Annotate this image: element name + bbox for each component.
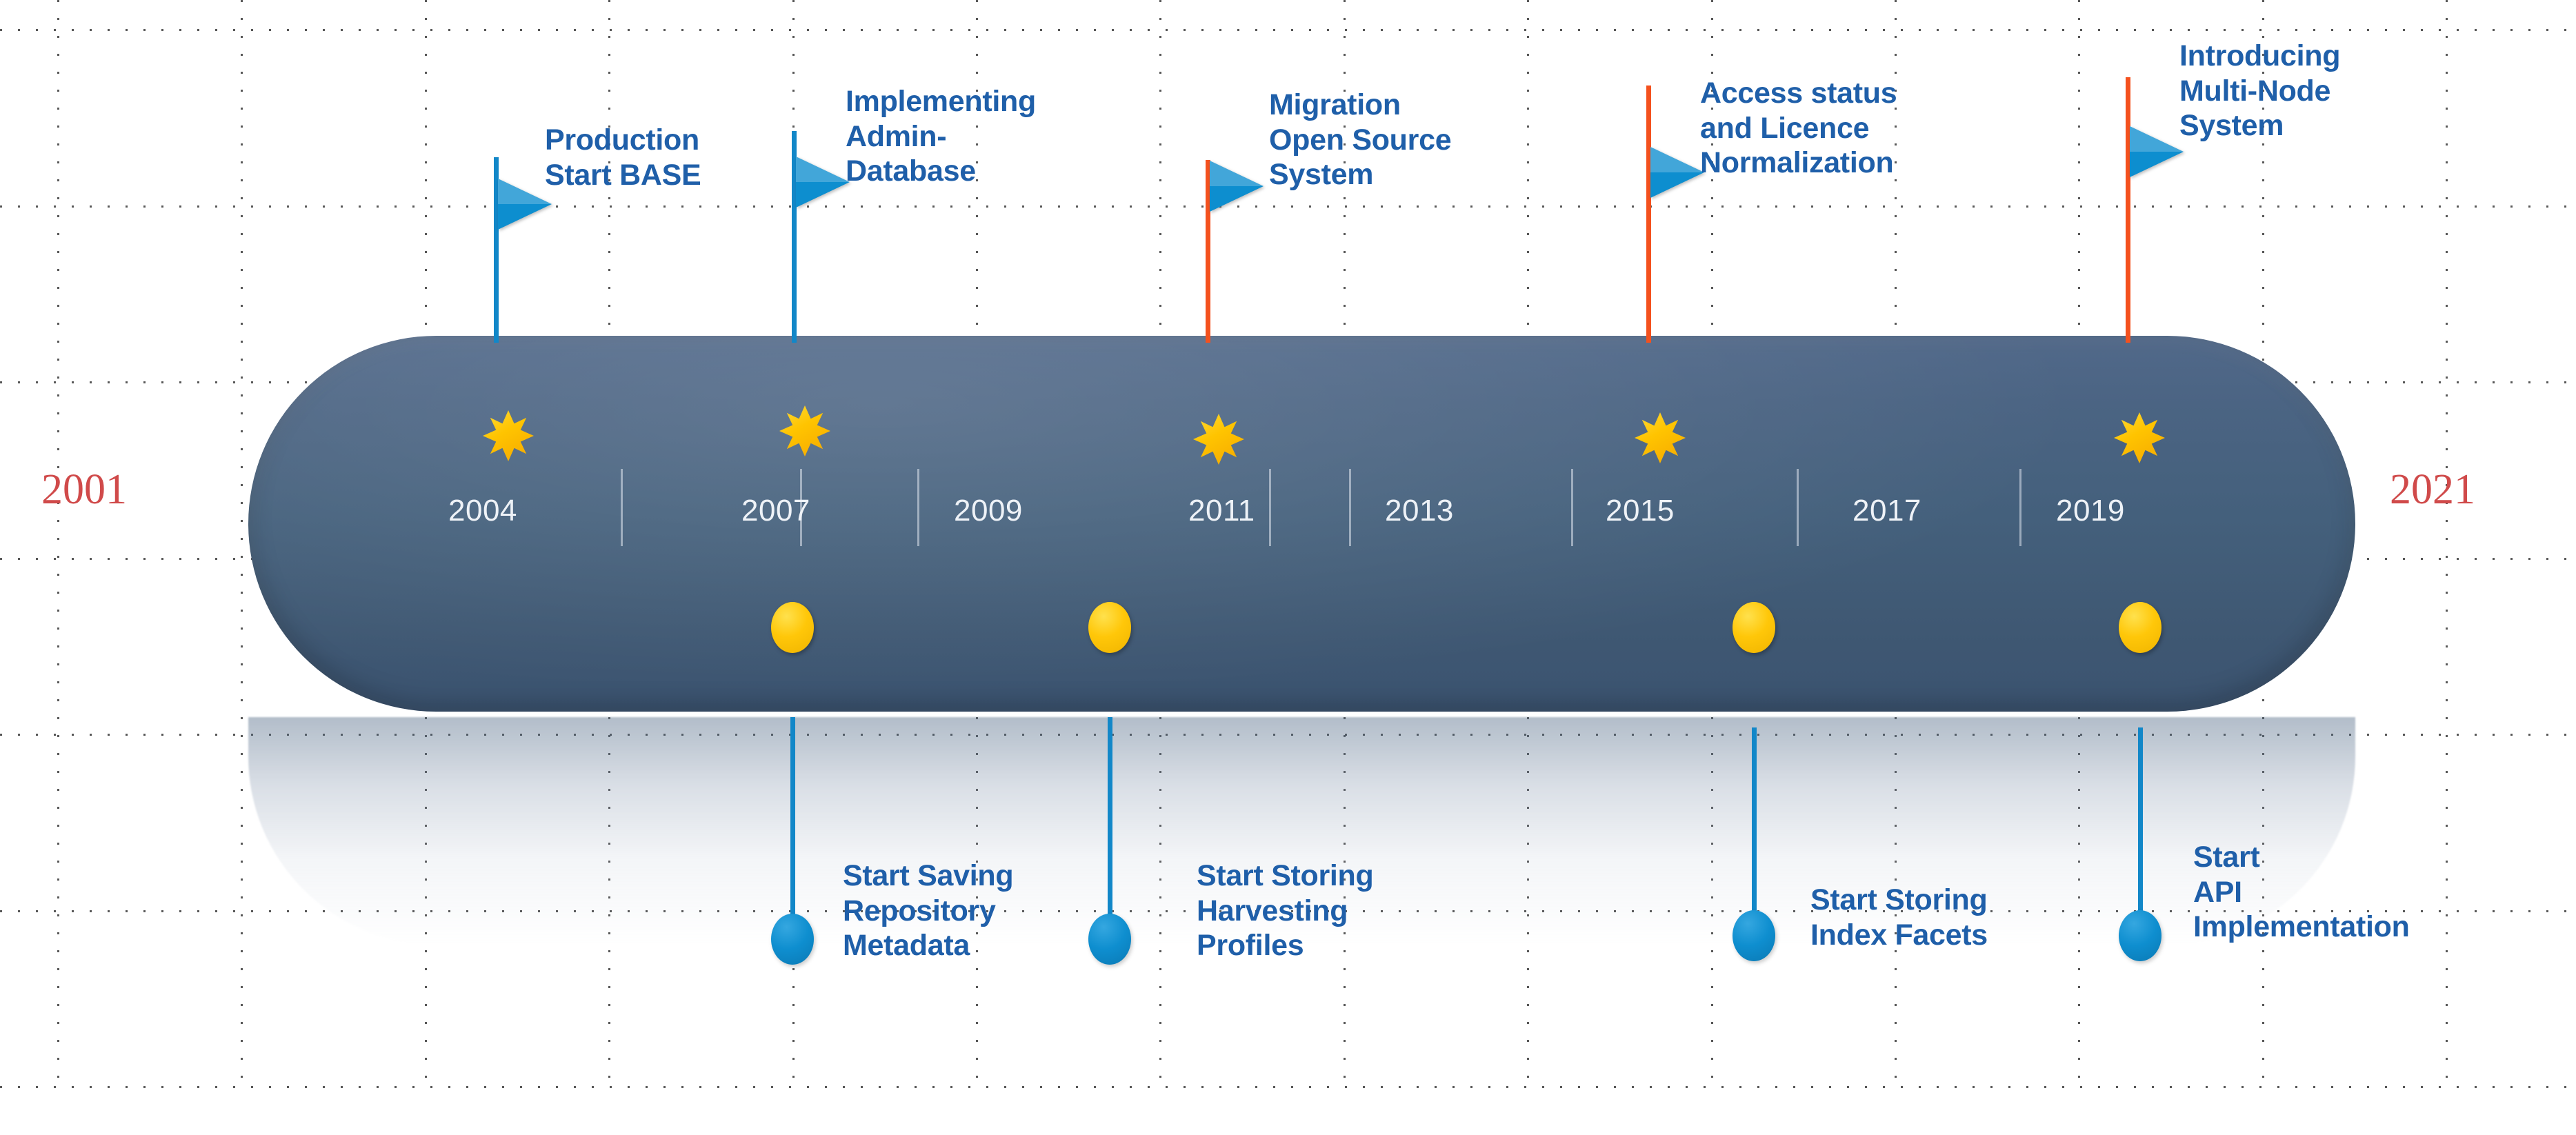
grid-line-vertical [57,0,59,1083]
year-tick-mark [1349,469,1351,546]
bottom-label-start-storing-harvesting-profiles: Start Storing Harvesting Profiles [1197,859,1374,963]
year-tick-mark [800,469,802,546]
flag-label-migration-open-source-system: Migration Open Source System [1269,88,1452,192]
flag-label-production-start-base: Production Start BASE [545,123,701,192]
year-tick-mark [917,469,919,546]
flag-banner-migration-open-source-system[interactable] [1210,161,1264,212]
year-tick-mark [2019,469,2021,546]
year-start-2001: 2001 [41,466,127,513]
timeline-bar-reflection [248,717,2355,945]
flag-banner-access-status-licence-normalization[interactable] [1650,147,1704,198]
grid-line-vertical [2446,0,2448,1083]
year-label-2019: 2019 [2056,494,2125,528]
circle-marker-start-saving-repository-metadata[interactable] [771,914,814,965]
flag-label-introducing-multi-node-system: Introducing Multi-Node System [2179,39,2341,143]
grid-line-horizontal [0,1086,2576,1088]
drop-line-start-storing-harvesting-profiles [1108,717,1112,924]
year-tick-mark [1269,469,1271,546]
flag-banner-production-start-base[interactable] [498,179,552,230]
year-label-2017: 2017 [1853,494,1921,528]
year-tick-mark [1797,469,1799,546]
year-label-2011: 2011 [1188,494,1255,528]
bottom-label-start-saving-repository-metadata: Start Saving Repository Metadata [843,859,1014,963]
flag-pole-production-start-base [494,157,499,343]
year-tick-mark [1571,469,1573,546]
grid-line-horizontal [0,205,2576,208]
star-2007-icon [779,405,830,456]
drop-line-start-saving-repository-metadata [790,717,795,924]
year-label-2009: 2009 [954,494,1023,528]
grid-line-horizontal [0,29,2576,31]
star-2019-icon [2114,412,2165,463]
circle-marker-start-storing-index-facets[interactable] [1733,910,1775,961]
star-2011-icon [1193,414,1244,465]
ellipse-2016-icon [1733,602,1775,653]
year-end-2021: 2021 [2390,466,2475,513]
timeline-bar [248,336,2355,712]
flag-pole-introducing-multi-node-system [2126,77,2130,343]
flag-pole-access-status-licence-normalization [1646,86,1651,343]
bottom-label-start-storing-index-facets: Start Storing Index Facets [1810,883,1988,952]
drop-line-start-api-implementation [2138,727,2143,914]
grid-line-vertical [241,0,243,1083]
ellipse-2019-icon [2119,602,2161,653]
flag-banner-introducing-multi-node-system[interactable] [2130,126,2184,177]
ellipse-2010-icon [1088,602,1131,653]
star-2004-icon [483,410,534,461]
star-2015-icon [1635,412,1686,463]
bottom-label-start-api-implementation: Start API Implementation [2193,841,2410,944]
flag-pole-migration-open-source-system [1206,160,1210,343]
flag-banner-implementing-admin-database[interactable] [796,157,850,208]
circle-marker-start-storing-harvesting-profiles[interactable] [1088,914,1131,965]
drop-line-start-storing-index-facets [1752,727,1757,914]
year-label-2004: 2004 [448,494,517,528]
year-tick-mark [621,469,623,546]
flag-label-implementing-admin-database: Implementing Admin- Database [846,85,1036,188]
year-label-2007: 2007 [741,494,810,528]
ellipse-2007-icon [771,602,814,653]
circle-marker-start-api-implementation[interactable] [2119,910,2161,961]
year-label-2015: 2015 [1606,494,1675,528]
flag-pole-implementing-admin-database [792,131,797,343]
flag-label-access-status-licence-normalization: Access status and Licence Normalization [1700,77,1897,180]
year-label-2013: 2013 [1385,494,1454,528]
